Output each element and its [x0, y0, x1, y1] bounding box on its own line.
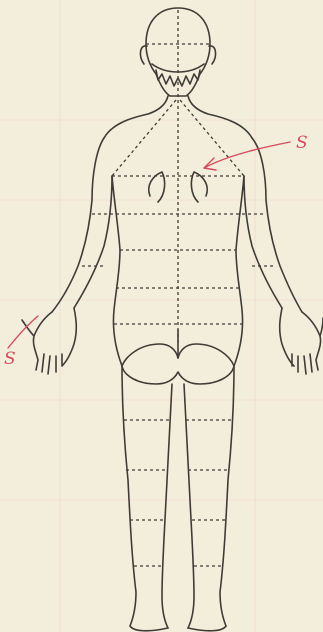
upper-back-arrow: [204, 142, 290, 168]
annotations: [8, 142, 290, 348]
right-arm-outer: [252, 138, 302, 312]
annotation-label-left-hand: S: [4, 349, 16, 369]
right-leg-outer: [220, 366, 234, 626]
torso-left-side: [112, 176, 122, 366]
right-arm-inner: [244, 176, 282, 308]
left-arm-inner: [74, 176, 112, 308]
torso-right-side: [234, 176, 244, 366]
neck-right: [188, 96, 252, 138]
zone-dividers: [82, 10, 274, 566]
neck-left: [104, 96, 168, 138]
annotation-label-upper-back: S: [296, 133, 308, 153]
left-foot: [130, 626, 168, 631]
body-outline: [22, 8, 323, 631]
right-hand: [280, 308, 323, 374]
left-hand: [22, 308, 76, 374]
right-foot: [188, 626, 226, 631]
left-leg-outer: [122, 366, 136, 626]
